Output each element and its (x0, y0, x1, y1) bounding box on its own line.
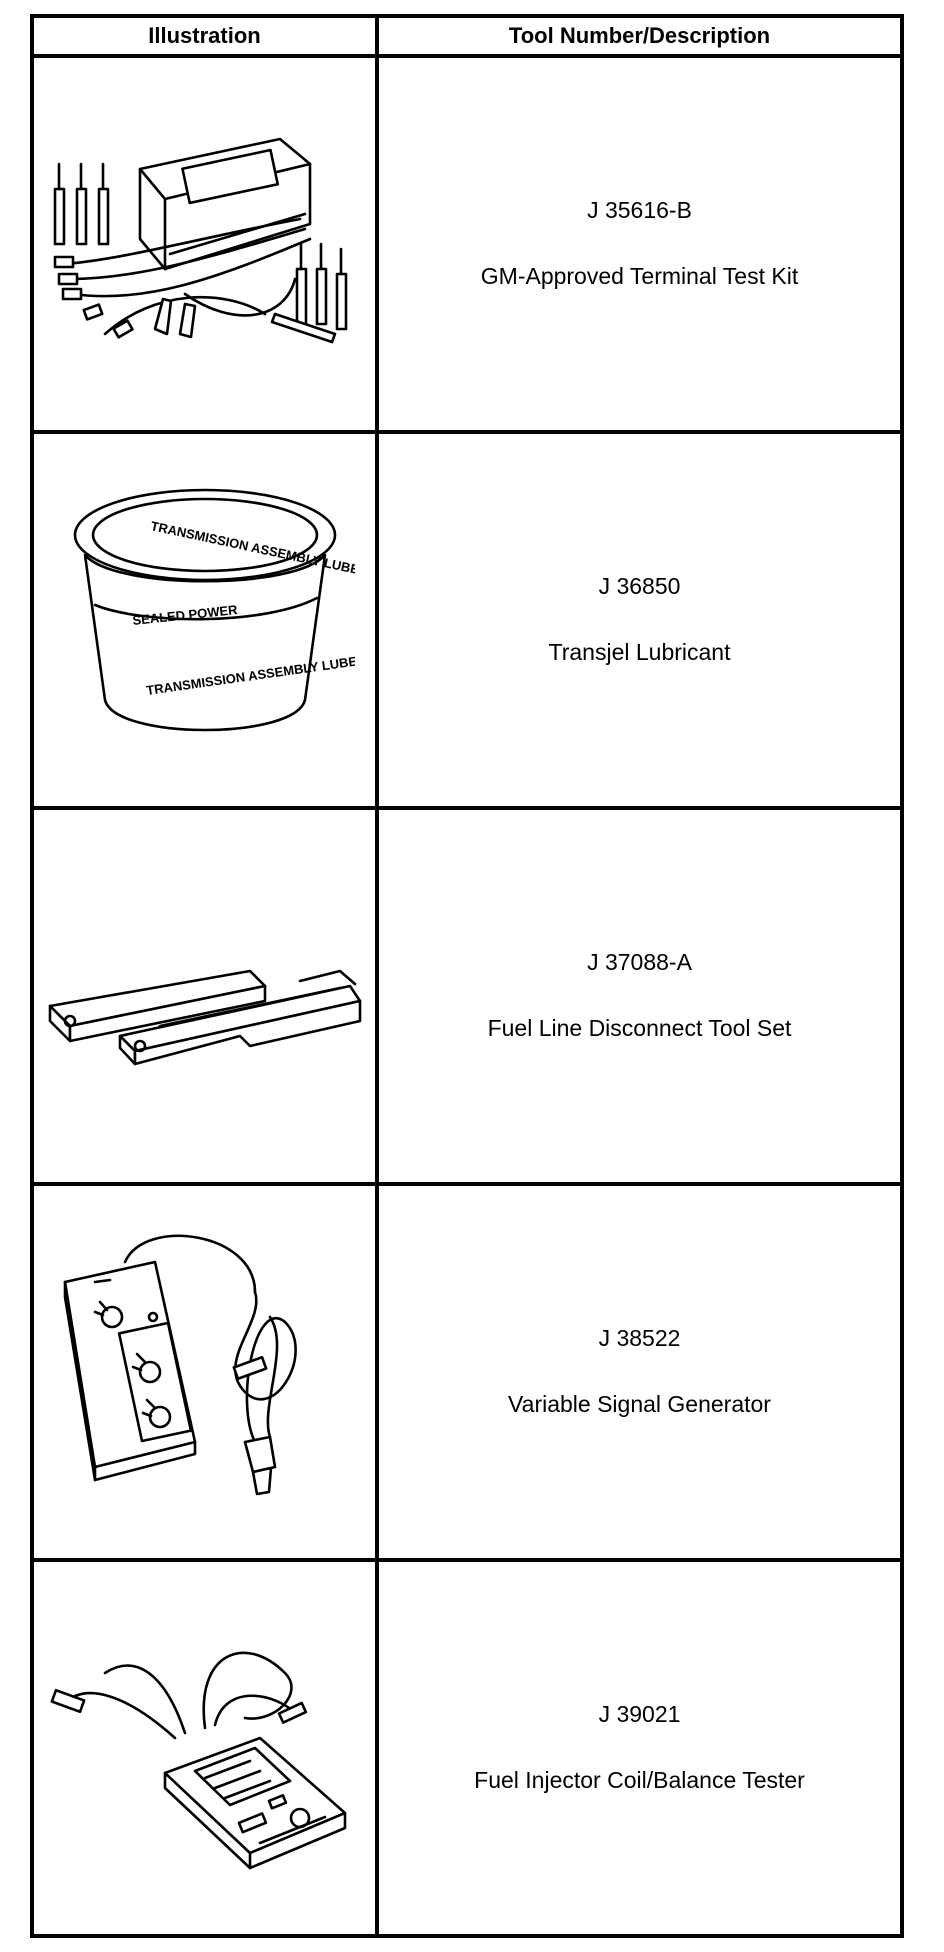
terminal-test-kit-icon (53, 137, 347, 344)
tool-number: J 37088-A (587, 949, 692, 976)
table-row: J 37088-A Fuel Line Disconnect Tool Set (30, 806, 904, 1186)
table-row: J 39021 Fuel Injector Coil/Balance Teste… (30, 1558, 904, 1938)
description-cell: J 36850 Transjel Lubricant (375, 430, 904, 810)
header-tool-number-description: Tool Number/Description (375, 14, 904, 58)
tool-number: J 35616-B (587, 197, 692, 224)
tool-description: Fuel Line Disconnect Tool Set (487, 1015, 792, 1041)
tool-description: Variable Signal Generator (508, 1391, 771, 1417)
header-row: Illustration Tool Number/Description (30, 14, 904, 58)
illustration-cell (30, 1558, 379, 1938)
table-row: J 38522 Variable Signal Generator (30, 1182, 904, 1562)
description-cell: J 37088-A Fuel Line Disconnect Tool Set (375, 806, 904, 1186)
description-cell: J 38522 Variable Signal Generator (375, 1182, 904, 1562)
special-tools-table: Illustration Tool Number/Description (30, 14, 904, 1938)
table-row: TRANSMISSION ASSEMBLY LUBE SEALED POWER … (30, 430, 904, 810)
lubricant-tub-icon: TRANSMISSION ASSEMBLY LUBE SEALED POWER … (73, 488, 355, 732)
description-cell: J 35616-B GM-Approved Terminal Test Kit (375, 54, 904, 434)
illustration-cell: TRANSMISSION ASSEMBLY LUBE SEALED POWER … (30, 430, 379, 810)
illustration-cell (30, 806, 379, 1186)
tool-number: J 38522 (598, 1325, 681, 1352)
signal-generator-icon (63, 1234, 297, 1496)
injector-tester-icon (50, 1651, 346, 1870)
disconnect-tool-icon (48, 969, 361, 1066)
description-cell: J 39021 Fuel Injector Coil/Balance Teste… (375, 1558, 904, 1938)
tool-description: GM-Approved Terminal Test Kit (480, 263, 799, 289)
tool-description: Fuel Injector Coil/Balance Tester (474, 1767, 805, 1793)
tool-number: J 39021 (598, 1701, 681, 1728)
header-illustration: Illustration (30, 14, 379, 58)
tool-description: Transjel Lubricant (548, 639, 731, 665)
illustration-cell (30, 54, 379, 434)
table-row: J 35616-B GM-Approved Terminal Test Kit (30, 54, 904, 434)
illustration-cell (30, 1182, 379, 1562)
tool-number: J 36850 (598, 573, 681, 600)
